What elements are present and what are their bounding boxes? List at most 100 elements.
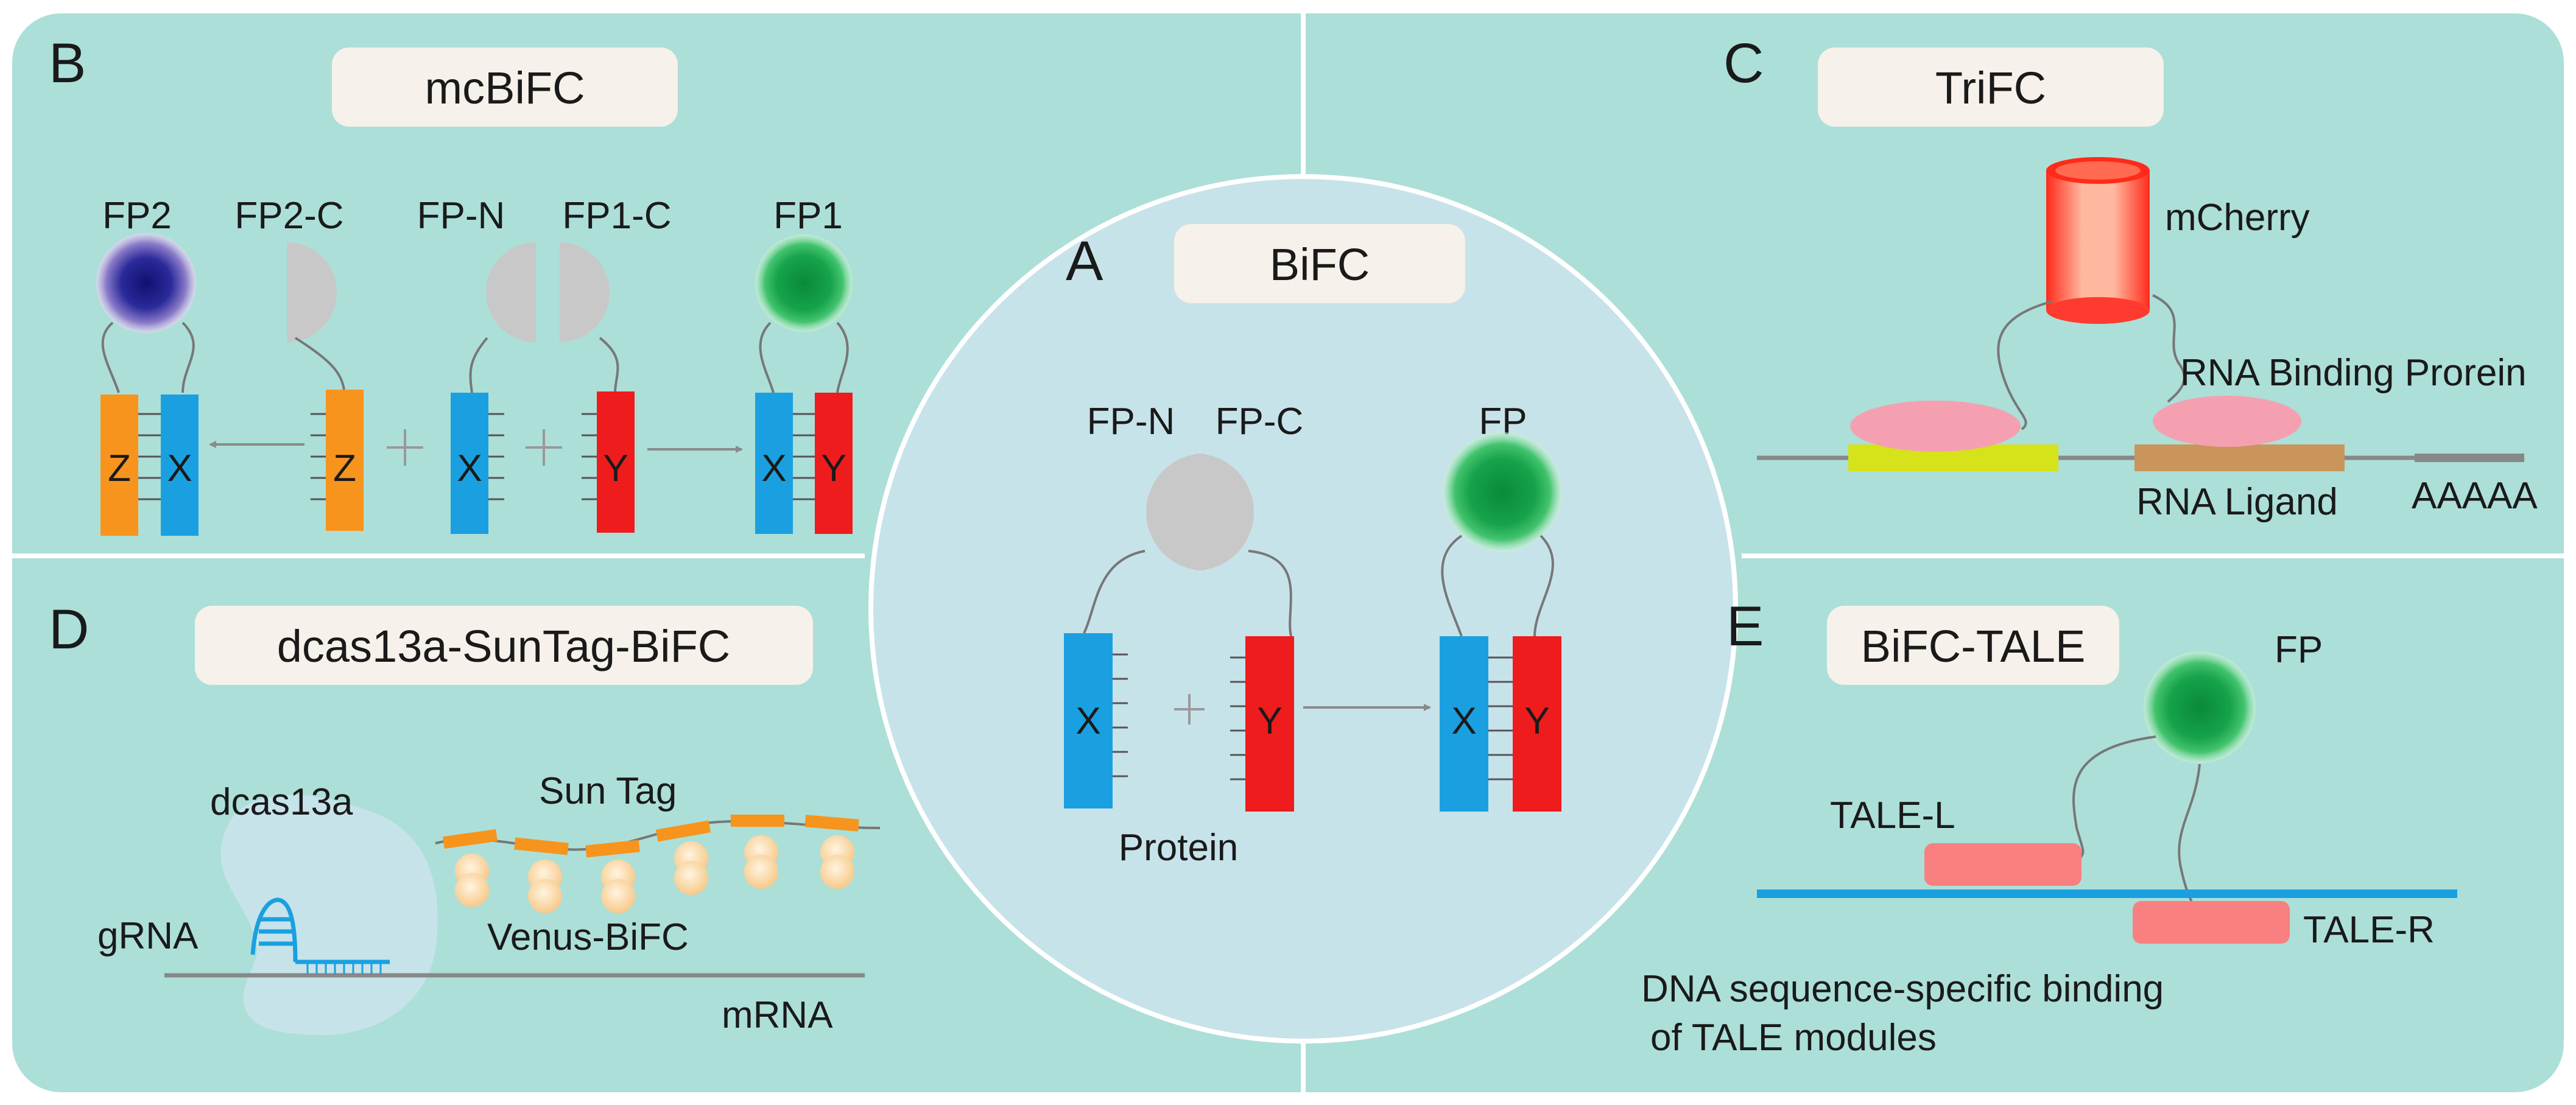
ticks-y-b2	[582, 413, 597, 500]
label-fp2-c: FP2-C	[234, 195, 343, 237]
label-z-b2: Z	[333, 447, 356, 489]
label-mcherry: mCherry	[2165, 197, 2310, 239]
fp-c-half	[1195, 454, 1254, 570]
mcherry-cylinder	[2046, 170, 2150, 310]
title-box-e	[1827, 606, 2119, 685]
ticks-zx-b1	[138, 413, 161, 500]
tale-r	[2133, 901, 2290, 944]
ticks-xy-2	[1488, 656, 1513, 781]
plus-sign	[1174, 694, 1205, 724]
mcherry-bottom	[2046, 297, 2150, 324]
label-fp-c: FP-C	[1216, 401, 1304, 443]
panel-e: E BiFC-TALE FP TALE-L TALE-R DNA sequenc…	[1641, 595, 2457, 1059]
fp2-whole	[96, 233, 196, 333]
rbp-left	[1850, 401, 2021, 452]
ticks-x	[1113, 653, 1128, 777]
ticks-xy-b3	[793, 413, 815, 500]
protein-y	[1245, 636, 1294, 812]
protein-y-b3	[815, 393, 853, 534]
protein-x-b1	[161, 395, 199, 536]
protein-x-b2	[451, 393, 488, 534]
title-box-d	[195, 606, 813, 685]
linker-e1	[2072, 735, 2156, 860]
label-x: X	[1075, 700, 1100, 742]
panel-d: D dcas13a-SunTag-BiFC dcas13a gRNA mRNA …	[49, 598, 881, 1036]
panel-letter-e: E	[1726, 595, 1764, 658]
label-fp1-c: FP1-C	[562, 195, 671, 237]
linker-c2	[2152, 294, 2186, 403]
protein-z-b2	[326, 390, 364, 531]
rbp-right	[2153, 396, 2301, 447]
linkers-b	[101, 321, 849, 393]
linker-y	[1248, 550, 1292, 637]
panel-c: C TriFC mCherry RNA Binding Prorein RNA …	[1723, 32, 2538, 523]
label-fp2: FP2	[102, 195, 172, 237]
linker-x	[1083, 550, 1145, 634]
title-box-c	[1818, 47, 2164, 127]
plus-b1	[387, 429, 423, 466]
panel-letter-b: B	[49, 32, 86, 94]
suntag-epitopes	[443, 815, 859, 858]
protein-x-b3	[755, 393, 793, 534]
protein-y-2	[1513, 636, 1561, 812]
label-dcas13a: dcas13a	[210, 781, 353, 823]
fp-whole-e	[2144, 651, 2256, 763]
label-polya: AAAAA	[2412, 475, 2538, 517]
linker-y-2	[1533, 535, 1554, 637]
label-fp-e: FP	[2275, 629, 2323, 671]
panel-letter-d: D	[49, 598, 89, 661]
ticks-y	[1230, 656, 1245, 781]
center-circle	[868, 174, 1738, 1044]
fp-n-half	[1146, 454, 1205, 570]
panel-letter-a: A	[1066, 230, 1103, 292]
fp1-whole	[755, 234, 853, 332]
label-venus-bifc: Venus-BiFC	[487, 916, 689, 958]
label-fp1: FP1	[773, 195, 843, 237]
fp-n-half-b	[486, 242, 536, 342]
label-x-b2: X	[457, 447, 482, 489]
label-x-2: X	[1451, 700, 1476, 742]
panel-title-c: TriFC	[1935, 63, 2046, 113]
protein-z-b1	[100, 395, 138, 536]
protein-x	[1064, 633, 1113, 809]
title-box-b	[332, 47, 678, 127]
panel-title-e: BiFC-TALE	[1861, 621, 2086, 672]
suntag-backbone	[435, 820, 881, 851]
grna-bases	[306, 962, 382, 974]
label-tale-l: TALE-L	[1830, 795, 1955, 837]
label-sun-tag: Sun Tag	[539, 770, 677, 812]
fp2-c-half	[287, 242, 337, 342]
label-rna-ligand: RNA Ligand	[2136, 481, 2338, 523]
panel-a: A BiFC FP-N FP-C FP X Y	[868, 174, 1738, 1044]
label-x-b3: X	[761, 447, 786, 489]
grna-hairpin	[250, 897, 390, 964]
label-tale-r: TALE-R	[2303, 909, 2435, 951]
rna-ligand-tan	[2134, 444, 2345, 471]
label-y-b3: Y	[821, 447, 846, 489]
label-x-b1: X	[167, 447, 192, 489]
panel-title-d: dcas13a-SunTag-BiFC	[277, 621, 730, 672]
label-fp-n-b: FP-N	[417, 195, 505, 237]
panel-letter-c: C	[1723, 32, 1764, 94]
caption-line-1: DNA sequence-specific binding	[1641, 968, 2164, 1010]
protein-x-2	[1440, 636, 1488, 812]
venus-bifc-beads	[455, 835, 854, 913]
panel-title-a: BiFC	[1270, 239, 1370, 290]
label-mrna: mRNA	[722, 994, 833, 1036]
fp-whole	[1443, 432, 1562, 552]
label-z-b1: Z	[108, 447, 131, 489]
label-grna: gRNA	[97, 915, 199, 957]
protein-y-b2	[597, 391, 635, 533]
caption-line-2: of TALE modules	[1650, 1017, 1937, 1059]
mcherry-top-inner	[2055, 161, 2141, 180]
label-protein: Protein	[1119, 827, 1238, 869]
label-y-2: Y	[1524, 700, 1549, 742]
label-y-b2: Y	[603, 447, 628, 489]
label-rna-binding: RNA Binding Prorein	[2180, 352, 2527, 394]
fp1-c-half	[560, 242, 610, 342]
ticks-x-b2	[488, 413, 504, 500]
linker-c1	[1997, 300, 2053, 430]
tale-l	[1924, 843, 2082, 886]
ticks-z-b2	[311, 413, 326, 500]
